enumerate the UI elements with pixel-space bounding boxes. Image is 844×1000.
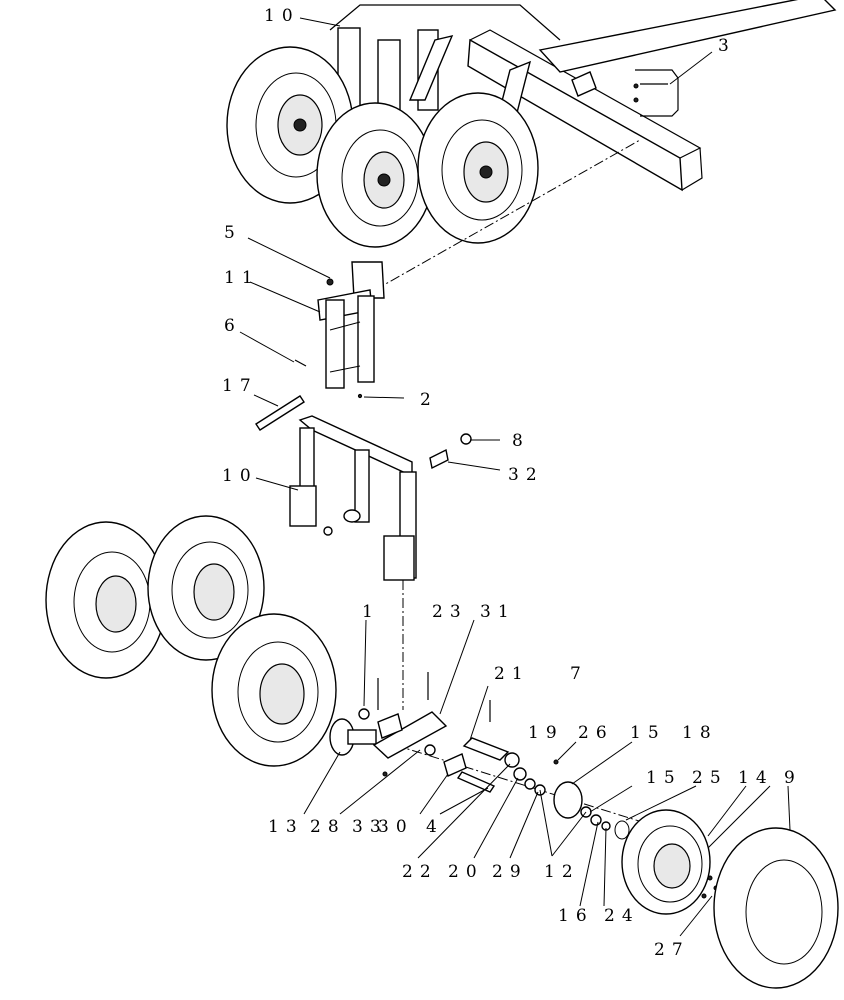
- callout-11: 11: [224, 268, 260, 288]
- callout-1: 1: [362, 602, 380, 622]
- callout-20: 20: [448, 862, 484, 882]
- callout-24: 24: [604, 906, 640, 926]
- caster-frame-illustration: [289, 415, 472, 581]
- callout-5: 5: [224, 223, 242, 243]
- callout-23: 23: [432, 602, 468, 622]
- callout-6: 6: [224, 316, 242, 336]
- callout-12: 12: [544, 862, 580, 882]
- top-assembly-illustration: [226, 0, 837, 248]
- callout-25: 25: [692, 768, 728, 788]
- callout-33: 33: [352, 817, 388, 837]
- callout-19: 19: [528, 723, 564, 743]
- callout-17: 17: [222, 376, 258, 396]
- mount-bracket-illustration: [255, 261, 385, 431]
- callout-3: 3: [718, 36, 736, 56]
- callout-13: 13: [268, 817, 304, 837]
- callout-8: 8: [512, 431, 530, 451]
- callout-29: 29: [492, 862, 528, 882]
- callout-26: 26: [578, 723, 614, 743]
- leader-lines: [239, 17, 791, 937]
- callout-21: 21: [494, 664, 530, 684]
- callout-4: 4: [426, 817, 444, 837]
- callout-18: 18: [682, 723, 718, 743]
- callout-10-top: 10: [264, 6, 300, 26]
- callout-31: 31: [480, 602, 516, 622]
- callout-2: 2: [420, 390, 438, 410]
- callout-labels: 10 3 5 11 6 17 2 8 32 10 1 23 31 21 7 19…: [222, 6, 802, 960]
- callout-22: 22: [402, 862, 438, 882]
- callout-14: 14: [738, 768, 774, 788]
- callout-7: 7: [570, 664, 588, 684]
- lower-tires-illustration: [45, 515, 337, 767]
- callout-16: 16: [558, 906, 594, 926]
- callout-15b: 15: [646, 768, 682, 788]
- callout-15a: 15: [630, 723, 666, 743]
- callout-28: 28: [310, 817, 346, 837]
- callout-32: 32: [508, 465, 544, 485]
- callout-27: 27: [654, 940, 690, 960]
- callout-10-mid: 10: [222, 466, 258, 486]
- callout-30: 30: [378, 817, 414, 837]
- callout-9: 9: [784, 768, 802, 788]
